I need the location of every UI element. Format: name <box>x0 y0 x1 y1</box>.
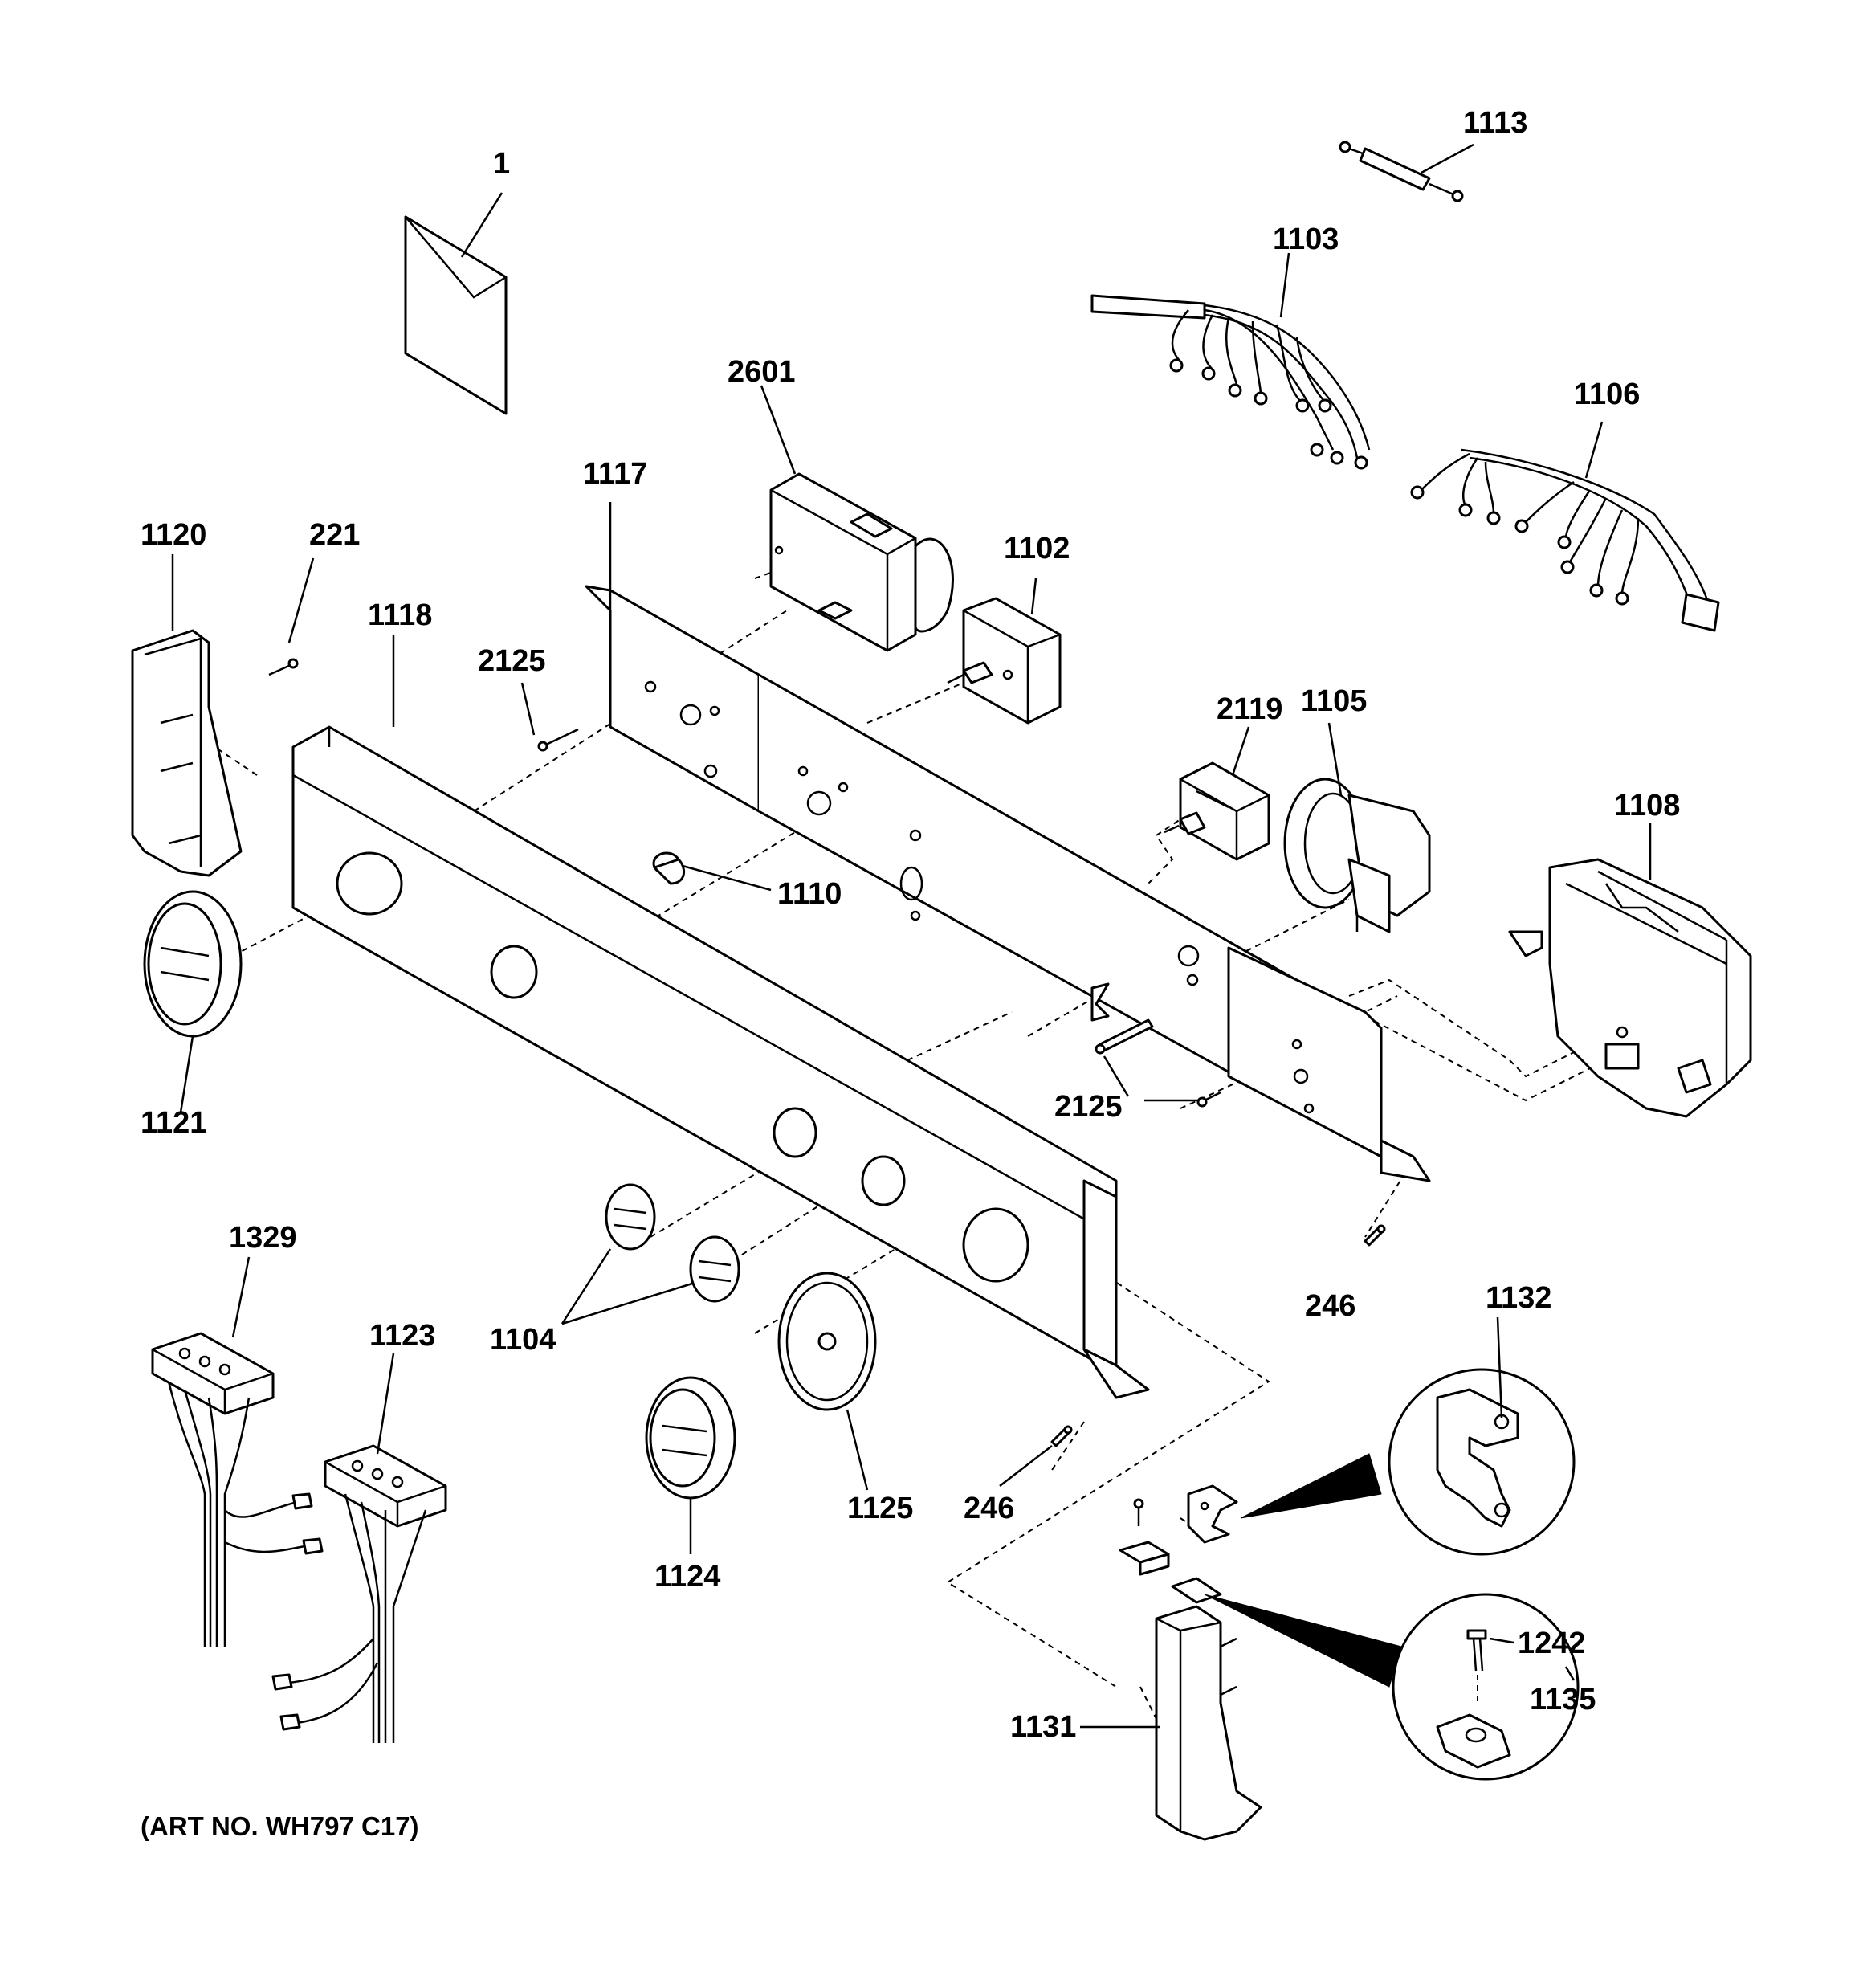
switch-1102 <box>947 597 1062 725</box>
screw-small-upper <box>1133 1498 1144 1526</box>
clip-small <box>1119 1541 1222 1604</box>
label-1123: 1123 <box>369 1319 435 1353</box>
label-1113: 1113 <box>1463 106 1527 140</box>
rear-frame <box>758 673 1431 1182</box>
wire-harness-1103 <box>1090 294 1371 470</box>
bracket-1117 <box>585 585 760 813</box>
end-cap-1131 <box>1155 1605 1262 1841</box>
switch-2119 <box>1164 761 1270 861</box>
label-1102: 1102 <box>1004 532 1070 565</box>
label-246-lower: 246 <box>964 1492 1014 1525</box>
screw-2125-lower <box>1196 1091 1221 1108</box>
label-1108: 1108 <box>1614 789 1680 823</box>
label-1329: 1329 <box>229 1221 297 1255</box>
leader-lines <box>171 143 1652 1729</box>
screw-246-right <box>1364 1224 1386 1247</box>
label-1110: 1110 <box>777 877 842 911</box>
screw-2125-upper <box>537 728 579 752</box>
label-1132: 1132 <box>1486 1281 1551 1315</box>
label-1135: 1135 <box>1530 1683 1596 1717</box>
resistor-1113 <box>1339 141 1464 202</box>
bushing-1110 <box>652 851 686 885</box>
label-2119: 2119 <box>1217 692 1282 726</box>
pressure-switch-1105 <box>1283 778 1431 933</box>
label-1242: 1242 <box>1518 1627 1586 1660</box>
wire-harness-1106 <box>1410 448 1720 632</box>
art-number: (ART NO. WH797 C17) <box>141 1811 419 1841</box>
motor-assembly-1108 <box>1508 858 1752 1118</box>
knob-1104-right <box>689 1235 740 1303</box>
end-cap-1120 <box>131 629 243 877</box>
label-1125: 1125 <box>847 1492 913 1525</box>
label-246-right: 246 <box>1305 1289 1355 1323</box>
label-1106: 1106 <box>1574 378 1640 411</box>
knob-1124 <box>645 1376 736 1500</box>
label-1104: 1104 <box>490 1323 556 1357</box>
knob-1104-left <box>605 1183 656 1251</box>
knob-1121 <box>143 890 243 1038</box>
label-1: 1 <box>493 147 510 181</box>
label-1118: 1118 <box>368 598 432 632</box>
callout-1132-detail <box>1240 1368 1576 1556</box>
label-2601: 2601 <box>728 355 796 389</box>
label-1124: 1124 <box>654 1560 720 1594</box>
label-1117: 1117 <box>583 457 647 491</box>
timer-2601 <box>769 472 954 652</box>
clip-1132 <box>1187 1484 1238 1544</box>
label-221: 221 <box>309 518 360 552</box>
callout-1135-detail <box>1204 1593 1580 1781</box>
connector-harness-1329 <box>151 1332 324 1647</box>
callout-labels: 1 1113 1103 2601 1106 1117 1120 221 1102… <box>141 106 1680 1841</box>
connector-harness-1123 <box>271 1444 447 1743</box>
label-1103: 1103 <box>1273 222 1339 256</box>
screw-221 <box>268 658 299 676</box>
label-1131: 1131 <box>1010 1710 1076 1744</box>
disc-1125 <box>777 1272 877 1411</box>
control-panel-1118 <box>291 725 1150 1399</box>
label-2125-lower: 2125 <box>1054 1090 1123 1124</box>
literature-envelope <box>404 215 508 415</box>
label-1121: 1121 <box>141 1106 206 1140</box>
label-2125-upper: 2125 <box>478 644 546 678</box>
label-1105: 1105 <box>1301 684 1367 718</box>
label-1120: 1120 <box>141 518 206 552</box>
screw-246-lower <box>1050 1425 1073 1447</box>
screw-2125-middle <box>1095 1018 1154 1055</box>
